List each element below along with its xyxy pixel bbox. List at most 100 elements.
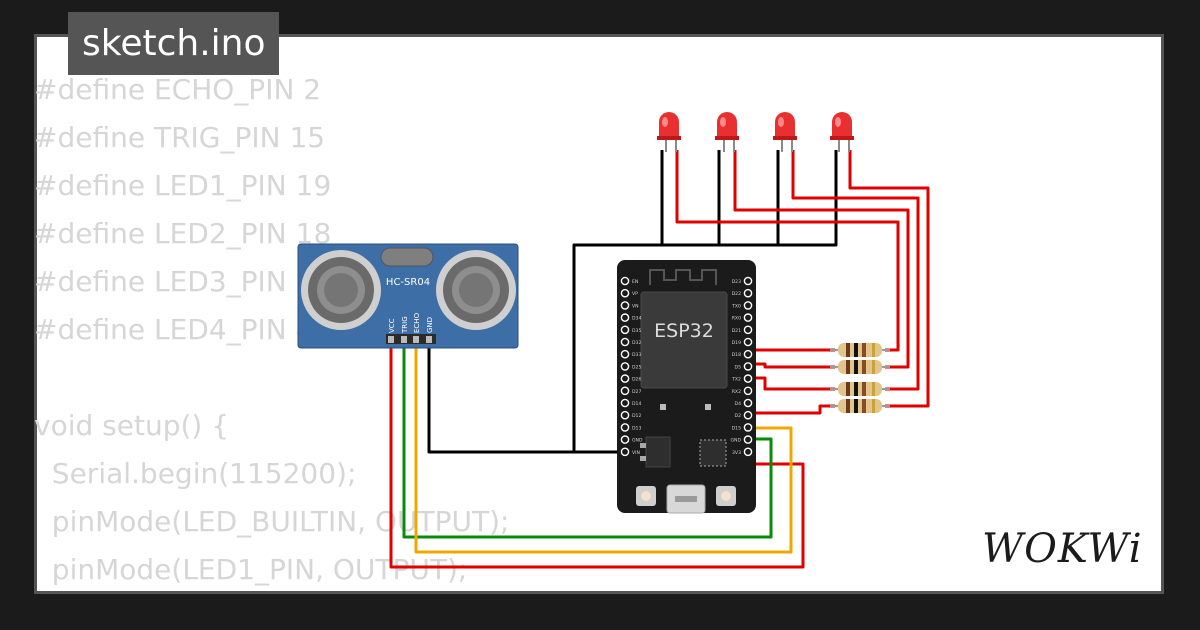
antenna-trace	[649, 269, 717, 285]
hc-sr04-sensor[interactable]: HC-SR04 VCC TRIG ECHO GND	[297, 243, 519, 349]
pin-hole-en[interactable]	[620, 276, 630, 286]
pin-label-rx2: RX2	[732, 389, 741, 395]
resistor-row[interactable]	[830, 343, 890, 413]
pin-label-tx2: TX2	[731, 377, 741, 383]
pin-label-d4: D4	[735, 401, 742, 407]
code-line: pinMode(LED1_PIN, OUTPUT);	[34, 553, 468, 586]
wire-res3-gpio	[748, 376, 835, 391]
left-pin-header[interactable]: ENVPVND34D35D32D33D25D26D27D14D12D13GNDV…	[620, 276, 643, 457]
wire-sensor-trig	[402, 343, 773, 539]
sensor-pin-gnd-label: GND	[426, 317, 434, 333]
sketch-title: sketch.ino	[68, 12, 280, 75]
pin-label-d32: D32	[632, 340, 641, 346]
pin-hole-gnd[interactable]	[743, 435, 753, 444]
esp32-module	[640, 291, 728, 389]
wire-sensor-gnd	[427, 343, 623, 454]
led-2[interactable]	[715, 112, 739, 152]
pin-hole-d19[interactable]	[743, 337, 753, 347]
sensor-pin-vcc-label: VCC	[388, 318, 396, 333]
pin-label-d34: D34	[632, 316, 641, 322]
pin-hole-rx0[interactable]	[743, 313, 753, 322]
pin-label-gnd: GND	[730, 438, 741, 444]
pin-hole-d13[interactable]	[620, 423, 630, 432]
pin-hole-d12[interactable]	[620, 410, 630, 420]
pin-hole-d15[interactable]	[743, 423, 753, 432]
pin-hole-d27[interactable]	[620, 386, 630, 396]
code-line: #define TRIG_PIN 15	[34, 121, 326, 154]
led-4[interactable]	[830, 112, 854, 152]
pin-hole-3v3[interactable]	[743, 447, 753, 457]
sensor-pin-gnd[interactable]	[426, 336, 432, 343]
pin-label-d5: D5	[735, 364, 742, 370]
code-preview: #define ECHO_PIN 2 #define TRIG_PIN 15 #de…	[34, 66, 509, 594]
pin-hole-d2[interactable]	[743, 410, 753, 420]
wire-led4-anode	[848, 150, 930, 408]
pin-label-d2: D2	[735, 413, 742, 419]
wire-res2-gpio	[748, 362, 835, 369]
pin-label-d21: D21	[732, 328, 741, 334]
pin-hole-d4[interactable]	[743, 398, 753, 408]
pin-hole-d25[interactable]	[620, 362, 630, 371]
boot-button[interactable]	[716, 486, 736, 506]
pin-hole-d34[interactable]	[620, 313, 630, 322]
en-button[interactable]	[636, 486, 656, 506]
pin-hole-vn[interactable]	[620, 301, 630, 310]
pin-hole-d32[interactable]	[620, 337, 630, 347]
code-line: #define LED1_PIN 19	[34, 169, 332, 202]
wire-led3-anode	[791, 150, 920, 391]
pin-hole-d26[interactable]	[620, 374, 630, 383]
pin-label-tx0: TX0	[731, 303, 741, 309]
pin-hole-tx2[interactable]	[743, 374, 753, 383]
code-line: Serial.begin(115200);	[34, 457, 357, 490]
pin-label-gnd: GND	[632, 438, 643, 444]
pin-label-d15: D15	[732, 425, 741, 431]
pin-label-rx0: RX0	[732, 316, 741, 322]
pin-label-d12: D12	[632, 413, 641, 419]
wire-led1-anode	[675, 150, 900, 352]
sensor-pin-vcc[interactable]	[388, 336, 394, 343]
pin-label-d19: D19	[732, 340, 741, 346]
pin-hole-d14[interactable]	[620, 398, 630, 408]
pin-label-d22: D22	[732, 291, 741, 297]
code-line: #define ECHO_PIN 2	[34, 73, 322, 106]
pin-label-d23: D23	[732, 279, 741, 285]
pin-hole-tx0[interactable]	[743, 301, 753, 310]
usb-serial-chip	[699, 439, 727, 467]
wokwi-logo-text: WOKWi	[982, 526, 1143, 572]
pin-hole-d33[interactable]	[620, 349, 630, 359]
pin-hole-vin[interactable]	[620, 447, 630, 457]
code-line: pinMode(LED_BUILTIN, OUTPUT);	[34, 505, 510, 538]
pin-label-vn: VN	[632, 303, 639, 309]
resistor-2[interactable]	[830, 360, 890, 374]
pin-hole-d5[interactable]	[743, 362, 753, 371]
led-row[interactable]	[657, 112, 854, 152]
resistor-1[interactable]	[830, 343, 890, 357]
sensor-pin-trig[interactable]	[401, 336, 407, 343]
esp32-board[interactable]: ESP32 ENVPVND34D35D32D33D25D26D27D14D12D…	[617, 260, 756, 514]
left-transducer	[301, 250, 381, 330]
pin-hole-d35[interactable]	[620, 325, 630, 335]
pin-hole-d23[interactable]	[743, 276, 753, 286]
pin-label-d18: D18	[732, 352, 741, 358]
resistor-3[interactable]	[830, 382, 890, 396]
sensor-pin-trig-label: TRIG	[401, 316, 409, 334]
pin-label-3v3: 3V3	[732, 450, 741, 456]
pin-hole-gnd[interactable]	[620, 435, 630, 444]
pin-hole-d18[interactable]	[743, 349, 753, 359]
sensor-pin-echo[interactable]	[413, 336, 419, 343]
voltage-regulator	[645, 436, 671, 468]
pin-hole-rx2[interactable]	[743, 386, 753, 396]
pin-label-d33: D33	[632, 352, 641, 358]
pin-label-d25: D25	[632, 364, 641, 370]
pin-hole-d22[interactable]	[743, 288, 753, 298]
resistor-4[interactable]	[830, 399, 890, 413]
pin-label-d26: D26	[632, 377, 641, 383]
wire-gnd-led4	[574, 150, 838, 247]
wire-res4-gpio	[748, 404, 835, 415]
sensor-pin-echo-label: ECHO	[413, 312, 421, 333]
led-3[interactable]	[773, 112, 797, 152]
led-1[interactable]	[657, 112, 681, 152]
pin-hole-d21[interactable]	[743, 325, 753, 335]
pin-hole-vp[interactable]	[620, 288, 630, 298]
